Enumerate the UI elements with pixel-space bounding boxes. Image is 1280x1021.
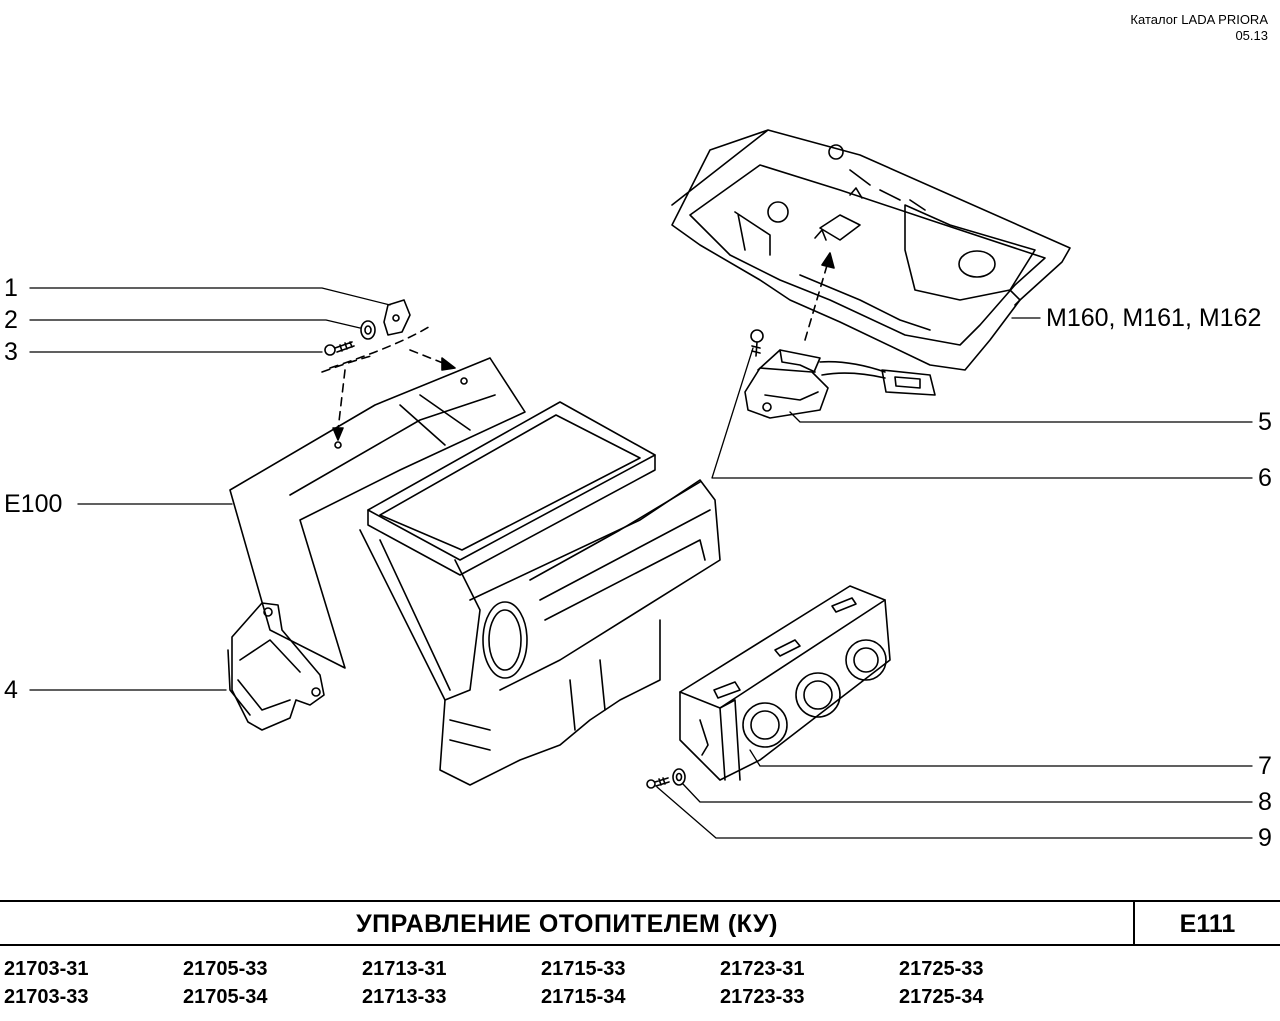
callout-m160: M160, M161, M162 bbox=[1046, 304, 1262, 332]
catalog-date: 05.13 bbox=[1235, 28, 1268, 43]
model-code: 21703-33 bbox=[4, 986, 89, 1008]
model-code: 21705-34 bbox=[183, 986, 268, 1008]
catalog-header: Каталог LADA PRIORA 05.13 bbox=[1130, 12, 1268, 44]
callout-4: 4 bbox=[4, 676, 18, 704]
dashboard-panel-drawing bbox=[671, 129, 1071, 371]
model-code: 21705-33 bbox=[183, 958, 268, 980]
model-code: 21713-31 bbox=[362, 958, 447, 980]
callout-3: 3 bbox=[4, 338, 18, 366]
callout-9: 9 bbox=[1258, 824, 1272, 852]
model-code: 21713-33 bbox=[362, 986, 447, 1008]
callout-6: 6 bbox=[1258, 464, 1272, 492]
section-title: УПРАВЛЕНИЕ ОТОПИТЕЛЕМ (КУ) bbox=[356, 910, 778, 938]
callout-2: 2 bbox=[4, 306, 18, 334]
section-code: E111 bbox=[1179, 910, 1236, 938]
bracket-clip-drawing bbox=[383, 299, 411, 336]
model-code: 21703-31 bbox=[4, 958, 89, 980]
control-panel-drawing bbox=[679, 585, 891, 781]
callout-e100: E100 bbox=[4, 490, 63, 518]
switch-module-drawing bbox=[744, 329, 936, 419]
model-code: 21725-33 bbox=[899, 958, 984, 980]
model-code: 21715-33 bbox=[541, 958, 626, 980]
callout-7: 7 bbox=[1258, 752, 1272, 780]
parts-diagram bbox=[29, 129, 1253, 839]
title-divider bbox=[1133, 902, 1135, 944]
title-bar: УПРАВЛЕНИЕ ОТОПИТЕЛЕМ (КУ) E111 bbox=[0, 900, 1280, 946]
callout-5: 5 bbox=[1258, 408, 1272, 436]
washer-drawing bbox=[360, 320, 376, 340]
callout-1: 1 bbox=[4, 274, 18, 302]
model-code: 21723-33 bbox=[720, 986, 805, 1008]
heater-housing-drawing bbox=[229, 357, 721, 786]
panel-screw-drawing bbox=[646, 777, 670, 789]
model-code: 21723-31 bbox=[720, 958, 805, 980]
model-code: 21725-34 bbox=[899, 986, 984, 1008]
motor-reducer-drawing bbox=[227, 602, 325, 731]
callout-8: 8 bbox=[1258, 788, 1272, 816]
catalog-name: Каталог LADA PRIORA bbox=[1130, 12, 1268, 27]
panel-washer-drawing bbox=[672, 768, 686, 786]
model-code: 21715-34 bbox=[541, 986, 626, 1008]
screw-drawing bbox=[324, 341, 355, 356]
